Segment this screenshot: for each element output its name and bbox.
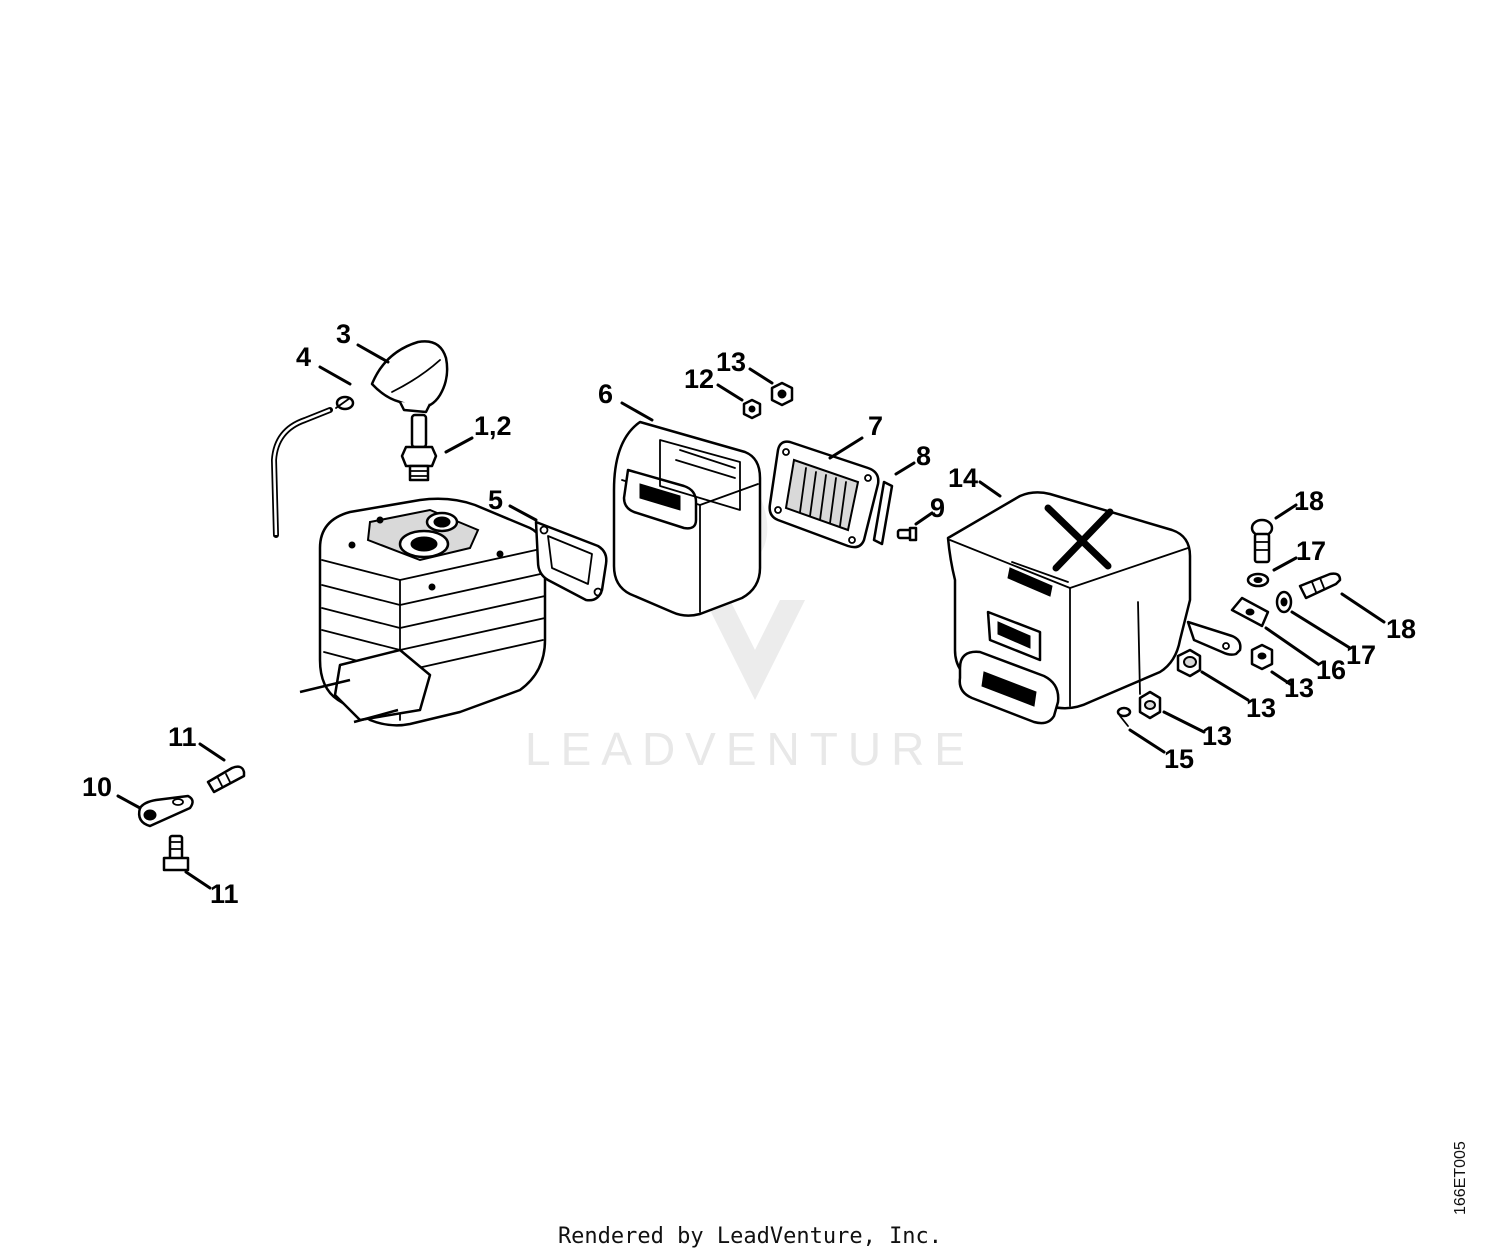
nut-13-lower-part [1138,690,1162,720]
nut-13-mid-part [1176,648,1202,678]
callout-label: 18 [1294,486,1324,516]
callout-label: 11 [168,722,197,752]
clip-15-part [1116,706,1132,727]
spark-plug-part [400,413,438,482]
callout-label: 3 [336,319,351,349]
callout-label: 13 [716,347,746,377]
screw-11-lower-part [162,834,190,872]
bolt-18-lower-part [1298,572,1342,600]
nut-13-top-part [770,381,794,407]
washer-17-lower-part [1275,590,1293,614]
clamp-10-part [137,794,194,828]
screw-11-upper-part [206,765,246,794]
callout-label: 12 [684,364,714,394]
callout-label: 13 [1284,673,1314,703]
nut-13-right-part [1250,643,1274,671]
washer-17-upper-part [1246,572,1270,588]
watermark-text: LEADVENTURE [525,723,975,775]
callout-label: 13 [1246,693,1276,723]
screw-9-part [896,526,918,542]
spark-plug-boot-part [370,340,449,414]
callout-label: 10 [82,772,112,802]
callout-label: 15 [1164,744,1194,774]
callout-label: 4 [296,342,311,372]
cylinder-part [299,497,547,727]
callout-label: 13 [1202,721,1232,751]
callout-label: 16 [1316,655,1346,685]
impulse-hose-part [271,407,333,538]
callout-label: 14 [948,463,978,493]
callout-label: 7 [868,411,883,441]
callout-label: 8 [916,441,931,471]
callout-label: 18 [1386,614,1416,644]
spacer-plate-part [872,480,894,546]
cylinder-gasket-part [534,520,608,602]
bolt-18-upper-part [1250,518,1274,564]
callout-label: 6 [598,379,613,409]
render-credit: Rendered by LeadVenture, Inc. [557,1224,943,1249]
bracket-16-part [1230,596,1270,628]
watermark-logo [705,600,805,700]
callout-label: 17 [1346,640,1376,670]
callout-label: 5 [488,485,503,515]
impulse-hose-inner [272,408,331,536]
callout-labels: 3 4 1,2 6 12 13 7 8 9 5 14 18 17 18 17 1… [82,319,1416,909]
leader-lines [116,343,1386,890]
baffle-plate-part [768,440,880,549]
callout-label: 1,2 [474,411,512,441]
muffler-housing-part [946,491,1242,725]
callout-label: 17 [1296,536,1326,566]
nut-12-part [742,398,762,420]
callout-label: 9 [930,493,945,523]
muffler-shell-part [612,420,762,617]
drawing-id: 166ET005 [1452,1141,1469,1215]
hose-clip-part [335,395,355,411]
callout-label: 11 [210,879,239,909]
